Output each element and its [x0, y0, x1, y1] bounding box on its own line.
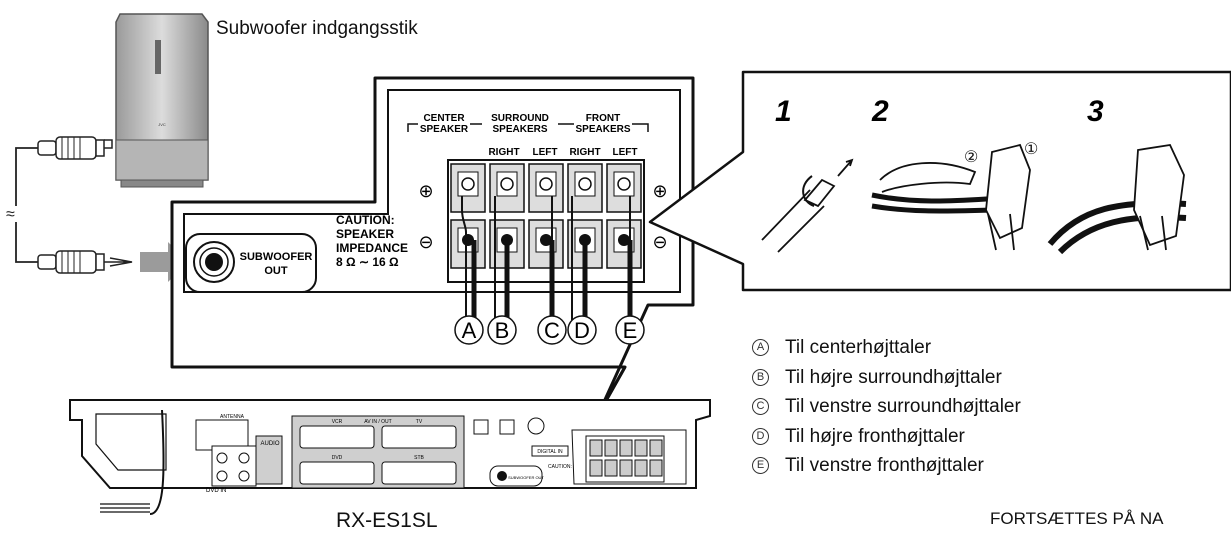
subwoofer-out-line1: SUBWOOFER: [240, 251, 313, 263]
receiver-rear-panel: AUDIO ANTENNA DVD IN AV IN / OUT VCR TV …: [69, 399, 711, 515]
terminal-column-d: [567, 163, 603, 269]
legend-marker: B: [752, 368, 769, 386]
minus-sign-right: ⊖: [652, 232, 667, 252]
subwoofer-speaker: JVC: [115, 13, 209, 188]
surround-label-2: SPEAKERS: [492, 124, 547, 135]
legend-item-e: E Til venstre fronthøjttaler: [752, 451, 1021, 481]
rca-cable: ≈: [6, 147, 38, 263]
caution-line3: IMPEDANCE: [336, 241, 408, 255]
av-in-out-label: AV IN / OUT: [364, 419, 391, 425]
legend-item-d: D Til højre fronthøjttaler: [752, 422, 1021, 452]
caution-line4: 8 Ω ∼ 16 Ω: [336, 255, 399, 269]
step-3-illustration: [1047, 144, 1187, 255]
legend-item-b: B Til højre surroundhøjttaler: [752, 363, 1021, 393]
caution-line2: SPEAKER: [336, 227, 394, 241]
speaker-wires: [461, 196, 633, 320]
subwoofer-out-line2: OUT: [264, 265, 288, 277]
jvc-logo: JVC: [158, 122, 166, 127]
step-1-number: 1: [775, 95, 792, 128]
caution-line1: CAUTION:: [336, 213, 395, 227]
front-right-label: RIGHT: [569, 147, 600, 158]
legend-item-a: A Til centerhøjttaler: [752, 333, 1021, 363]
legend-text: Til højre fronthøjttaler: [785, 425, 965, 447]
marker-b: B: [495, 318, 510, 343]
plus-sign-right: ⊕: [652, 181, 667, 201]
vcr-label: VCR: [332, 419, 343, 425]
svg-text:≈: ≈: [6, 206, 15, 223]
tv-label: TV: [416, 419, 423, 425]
front-left-label: LEFT: [613, 147, 638, 158]
small-subwoofer-out-label: SUBWOOFER OUT: [508, 475, 544, 480]
marker-d: D: [574, 318, 590, 343]
digital-in-label: DIGITAL IN: [537, 449, 563, 455]
wire-legend: A Til centerhøjttaler B Til højre surround…: [752, 333, 1021, 481]
legend-text: Til venstre fronthøjttaler: [785, 455, 984, 476]
front-label-2: SPEAKERS: [575, 124, 630, 135]
speaker-group-labels: CENTER SPEAKER SURROUND SPEAKERS FRONT S…: [420, 113, 638, 158]
audio-label: AUDIO: [260, 441, 279, 447]
marker-e: E: [623, 318, 638, 343]
legend-marker: E: [752, 457, 769, 475]
subwoofer-out-jack: SUBWOOFER OUT: [185, 233, 317, 293]
legend-marker: A: [752, 339, 769, 357]
legend-text: Til centerhøjttaler: [785, 337, 932, 358]
subwoofer-input-label: Subwoofer indgangsstik: [216, 18, 418, 39]
legend-text: Til højre surroundhøjttaler: [785, 366, 1002, 388]
marker-c: C: [544, 318, 560, 343]
step-3-number: 3: [1087, 95, 1104, 128]
step-2-illustration: ② ①: [871, 141, 1038, 251]
minus-sign-left: ⊖: [418, 232, 433, 252]
wire-markers: A B C D E: [454, 315, 645, 345]
surround-label-1: SURROUND: [491, 113, 549, 124]
legend-text: Til venstre surroundhøjttaler: [785, 396, 1021, 417]
step-numbers: 1 2 3: [775, 95, 1104, 128]
center-label-1: CENTER: [423, 113, 465, 124]
center-label-2: SPEAKER: [420, 124, 469, 135]
stb-label: STB: [414, 455, 424, 461]
caution-text: CAUTION: SPEAKER IMPEDANCE 8 Ω ∼ 16 Ω: [336, 213, 408, 269]
step-2-number: 2: [871, 95, 889, 128]
front-label-1: FRONT: [586, 113, 620, 124]
dvd-in-label: DVD IN: [206, 488, 226, 494]
substep-2: ②: [964, 149, 978, 166]
surround-left-label: LEFT: [533, 147, 558, 158]
antenna-label: ANTENNA: [220, 414, 245, 420]
legend-marker: C: [752, 398, 769, 416]
continued-label: FORTSÆTTES PÅ NA: [990, 509, 1164, 528]
step-1-illustration: [761, 158, 854, 253]
legend-marker: D: [752, 427, 769, 445]
model-name-label: RX-ES1SL: [336, 509, 438, 532]
speaker-terminal-block: [447, 159, 645, 283]
terminal-column-c: [528, 163, 564, 269]
legend-item-c: C Til venstre surroundhøjttaler: [752, 392, 1021, 422]
plus-sign-left: ⊕: [418, 181, 433, 201]
surround-right-label: RIGHT: [488, 147, 519, 158]
rca-plug-top: [37, 136, 113, 160]
small-caution-label: CAUTION:: [548, 464, 572, 470]
dvd-label: DVD: [332, 455, 343, 461]
terminal-column-a: [450, 163, 486, 269]
substep-1: ①: [1024, 141, 1038, 158]
rca-plug-bottom: [37, 250, 133, 274]
marker-a: A: [462, 318, 477, 343]
